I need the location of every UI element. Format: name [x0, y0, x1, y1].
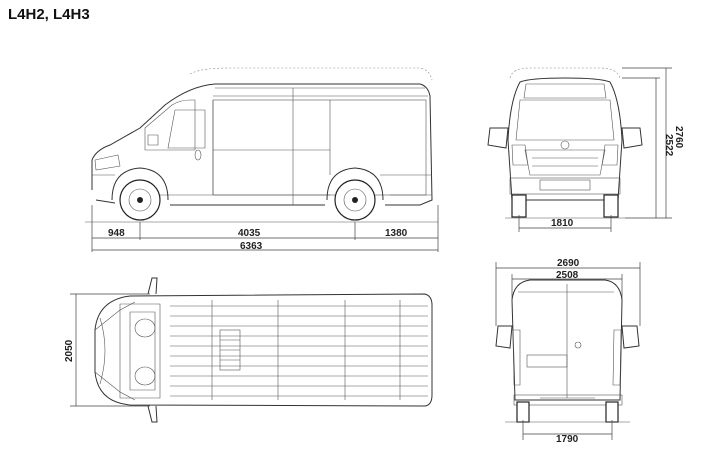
front-view: [487, 67, 643, 219]
front-dimensions: 1810 2760 2522: [518, 67, 684, 232]
dim-width-mirrors: 2690: [557, 258, 580, 269]
dim-front-track: 1810: [551, 218, 574, 229]
dim-height-h3: 2760: [673, 126, 684, 149]
dim-width-body: 2508: [556, 270, 579, 281]
rear-view: [495, 279, 640, 423]
page-title: L4H2, L4H3: [8, 6, 90, 23]
dim-front-overhang: 948: [108, 228, 125, 239]
dim-rear-overhang: 1380: [385, 228, 408, 239]
dim-wheelbase: 4035: [238, 228, 261, 239]
side-view: [85, 67, 438, 223]
top-view: [94, 277, 433, 423]
dim-rear-track: 1790: [556, 434, 579, 445]
dim-width: 2050: [64, 339, 75, 362]
dim-total-length: 6363: [240, 241, 263, 252]
dim-height-h2: 2522: [663, 134, 674, 157]
top-dimensions: 2050: [64, 293, 150, 407]
rear-dimensions: 2690 2508 1790: [495, 258, 641, 445]
side-dimensions: 948 4035 1380 6363: [91, 205, 439, 252]
